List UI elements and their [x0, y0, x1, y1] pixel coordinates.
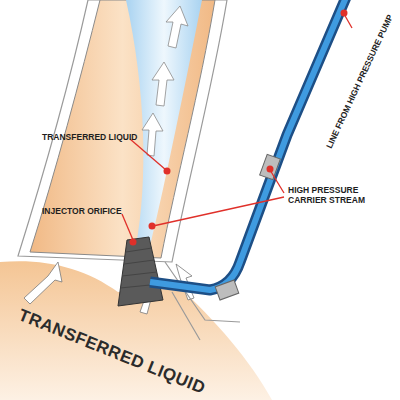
leader-dots — [130, 10, 348, 246]
pressure-line-inner — [150, 0, 347, 290]
pressure-line-outer — [150, 0, 347, 290]
injector-nozzle — [118, 237, 163, 306]
flow-label: TRANSFERRED LIQUID — [42, 133, 137, 143]
part-label: INJECTOR ORIFICE — [42, 207, 122, 217]
line-fitting — [215, 280, 239, 300]
leader-lines — [122, 14, 352, 240]
flow-arrows — [142, 6, 188, 156]
transferred-liquid-flow — [30, 0, 215, 258]
pipe-wall — [18, 0, 227, 262]
line-fitting — [260, 154, 281, 179]
stream-label: HIGH PRESSURE CARRIER STREAM — [288, 186, 370, 206]
carrier-stream — [126, 0, 202, 246]
